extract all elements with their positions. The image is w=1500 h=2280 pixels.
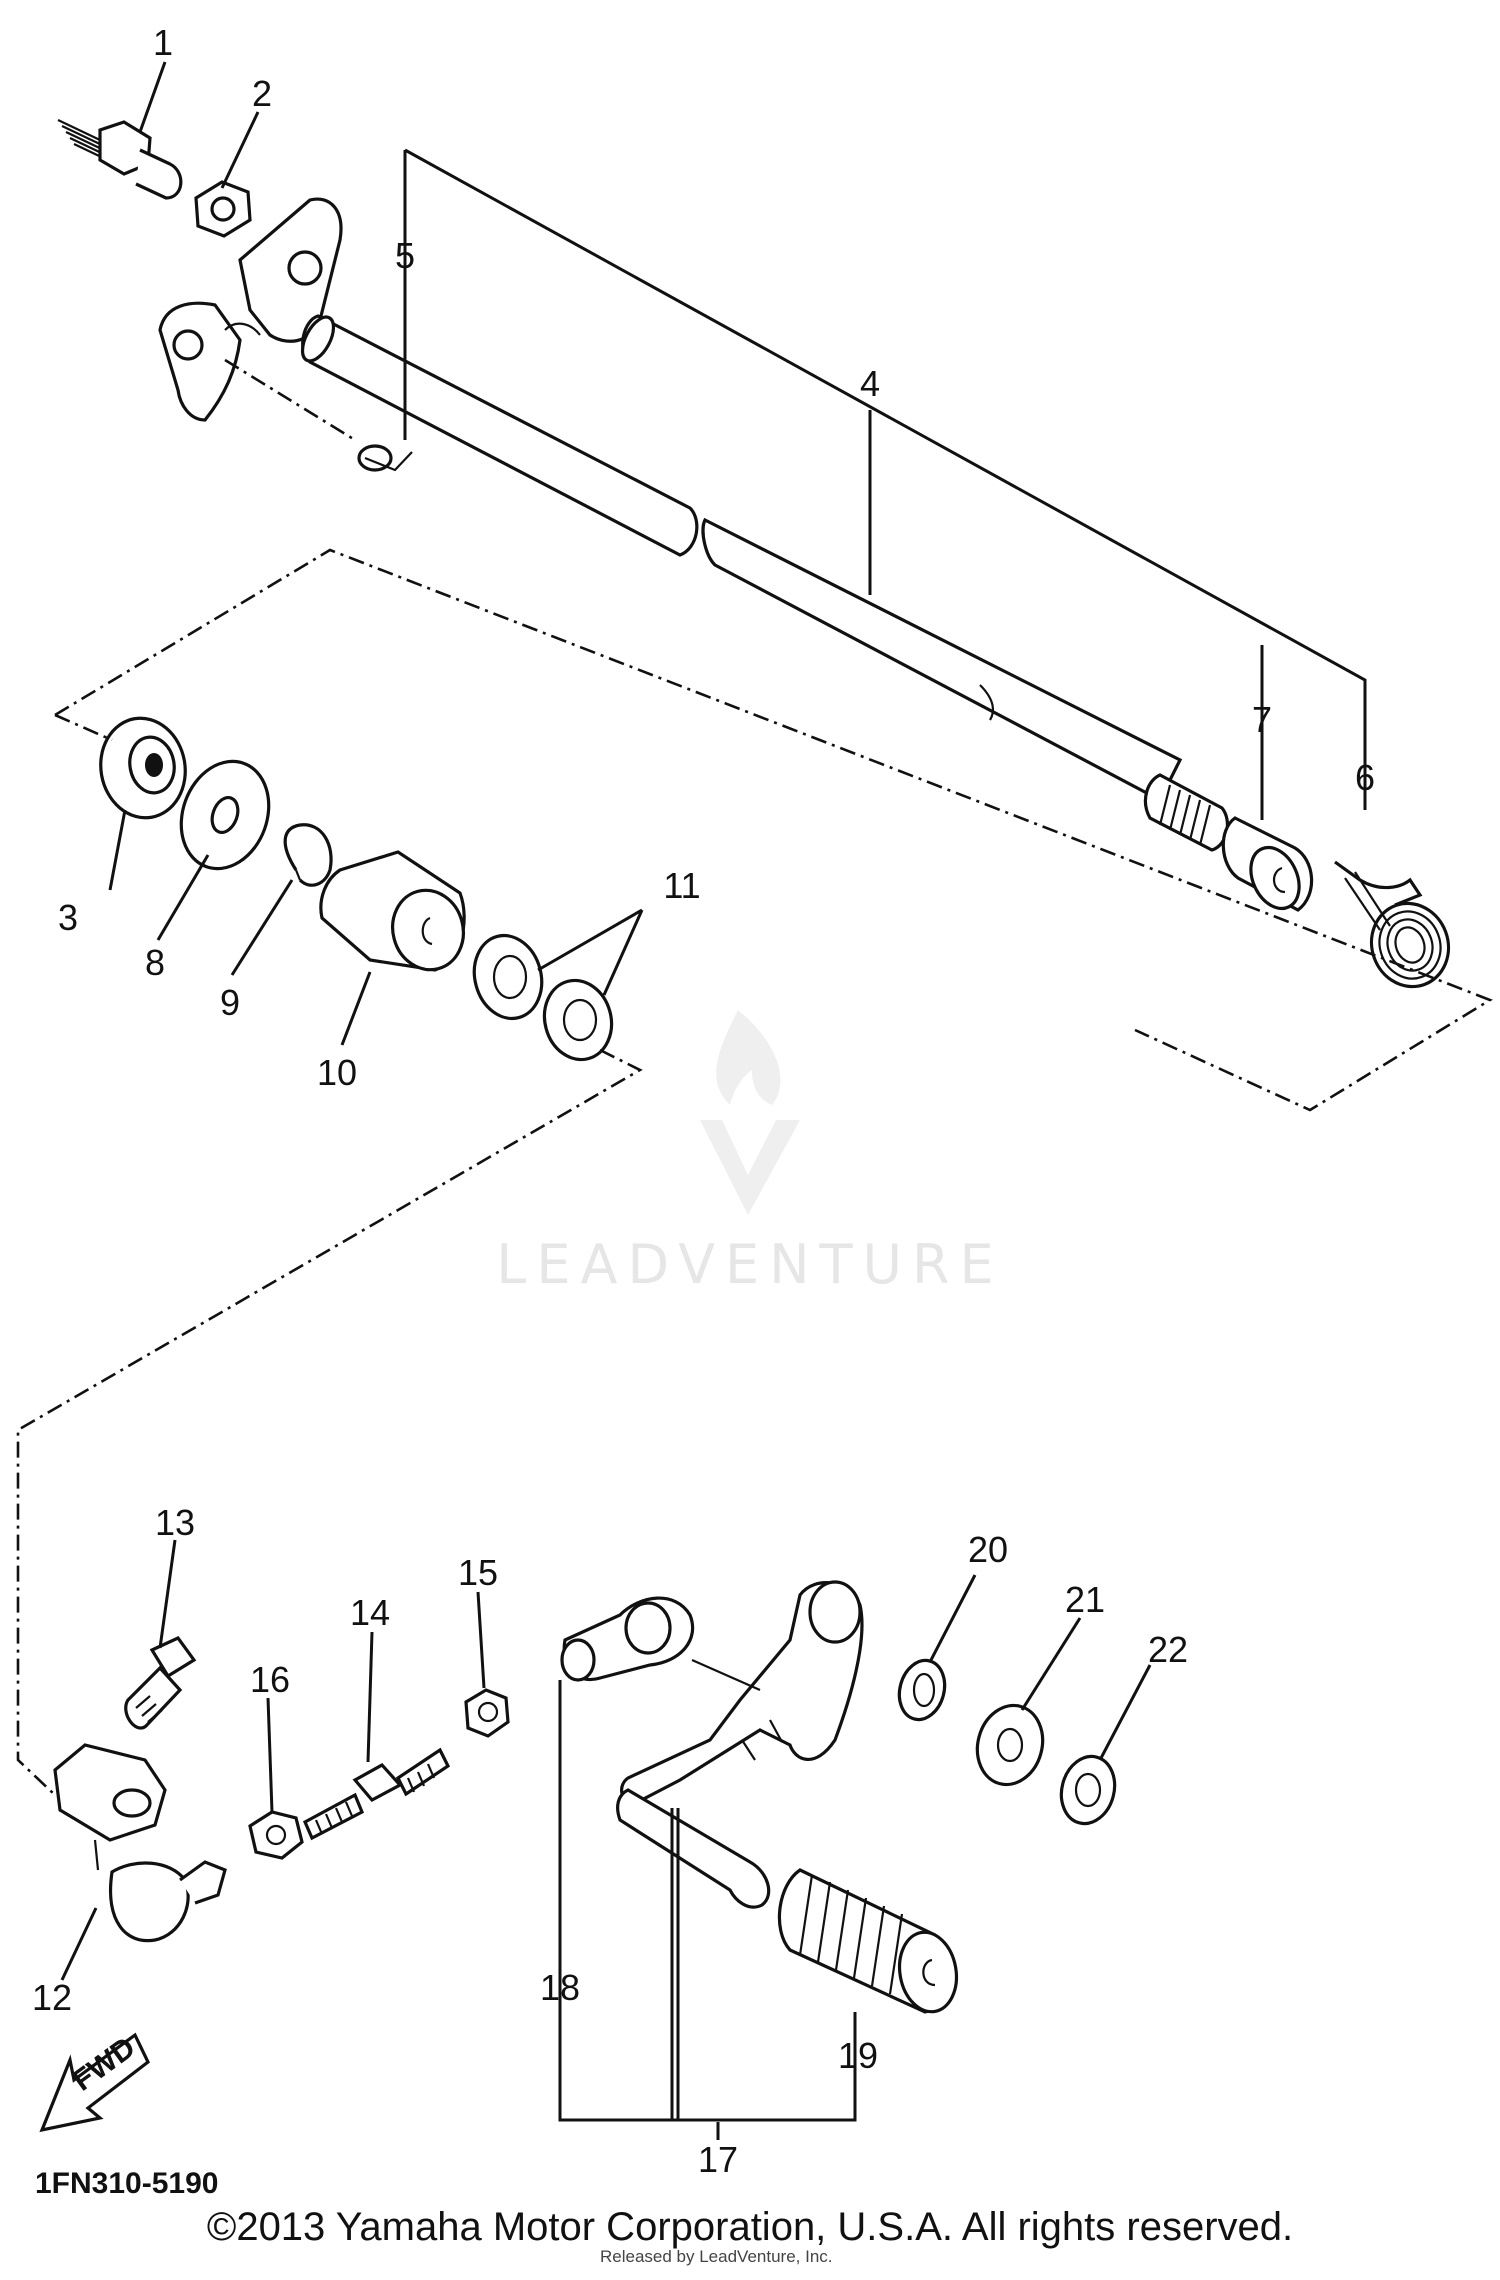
part-19-pedal-rubber bbox=[777, 1868, 959, 2014]
bracket-lines-lower bbox=[558, 1680, 857, 2140]
part-10-collar bbox=[319, 850, 466, 972]
callout-15: 15 bbox=[458, 1552, 498, 1593]
part-17-shift-pedal bbox=[616, 1580, 864, 1909]
watermark-text: LEADVENTURE bbox=[496, 1233, 1003, 1296]
part-6-spring bbox=[1334, 860, 1451, 989]
callout-3: 3 bbox=[58, 897, 78, 938]
part-3-oil-seal bbox=[99, 716, 187, 820]
callout-16: 16 bbox=[250, 1659, 290, 1700]
callout-11: 11 bbox=[663, 865, 700, 906]
callout-22: 22 bbox=[1148, 1629, 1188, 1670]
part-5-circlip bbox=[357, 444, 413, 472]
part-2-nut bbox=[194, 180, 252, 238]
callout-7: 7 bbox=[1252, 699, 1272, 740]
part-15-nut bbox=[464, 1688, 510, 1738]
diagram-code: 1FN310-5190 bbox=[35, 2167, 218, 2200]
shift-lever-plate bbox=[158, 197, 343, 422]
leader-lines-lower bbox=[60, 1539, 1152, 1981]
callout-8: 8 bbox=[145, 942, 165, 983]
callout-10: 10 bbox=[317, 1052, 357, 1093]
part-8-washer bbox=[179, 759, 271, 871]
part-1-bolt bbox=[57, 119, 183, 200]
part-13-bolt bbox=[124, 1635, 197, 1730]
callout-9: 9 bbox=[220, 982, 240, 1023]
part-16-nut bbox=[248, 1810, 304, 1860]
callout-12: 12 bbox=[32, 1977, 72, 2018]
leader-lines-upper bbox=[108, 61, 644, 1046]
released-by-note: Released by LeadVenture, Inc. bbox=[600, 2247, 833, 2266]
part-7-collar bbox=[1221, 816, 1314, 912]
callout-18: 18 bbox=[540, 1967, 580, 2008]
callout-13: 13 bbox=[155, 1502, 195, 1543]
forward-arrow-icon: FWD bbox=[39, 2031, 151, 2133]
watermark-logo bbox=[700, 1010, 800, 1215]
part-14-adjuster-rod bbox=[302, 1747, 451, 1841]
callout-21: 21 bbox=[1065, 1579, 1105, 1620]
callout-labels: 1 2 5 4 7 6 3 8 9 10 11 13 15 14 16 20 2… bbox=[32, 22, 1375, 2180]
part-9-circlip bbox=[283, 823, 333, 887]
callout-14: 14 bbox=[350, 1592, 390, 1633]
part-22-circlip bbox=[1059, 1754, 1117, 1826]
callout-17: 17 bbox=[698, 2139, 738, 2180]
callout-5: 5 bbox=[395, 235, 415, 276]
part-11-oil-seal-pair bbox=[472, 933, 614, 1062]
assembly-guide-lines-upper bbox=[16, 358, 1493, 1796]
part-12-rod-end bbox=[53, 1743, 227, 1943]
copyright-notice: ©2013 Yamaha Motor Corporation, U.S.A. A… bbox=[206, 2205, 1294, 2249]
callout-1: 1 bbox=[153, 22, 173, 63]
part-20-circlip bbox=[897, 1658, 947, 1722]
callout-4: 4 bbox=[860, 363, 880, 404]
callout-19: 19 bbox=[838, 2035, 878, 2076]
part-21-washer bbox=[975, 1703, 1045, 1787]
callout-6: 6 bbox=[1355, 757, 1375, 798]
bracket-lines-upper bbox=[403, 148, 1367, 820]
part-4-shift-shaft bbox=[300, 314, 1230, 852]
callout-20: 20 bbox=[968, 1529, 1008, 1570]
callout-2: 2 bbox=[252, 73, 272, 114]
part-18-bolt bbox=[560, 1596, 695, 1682]
